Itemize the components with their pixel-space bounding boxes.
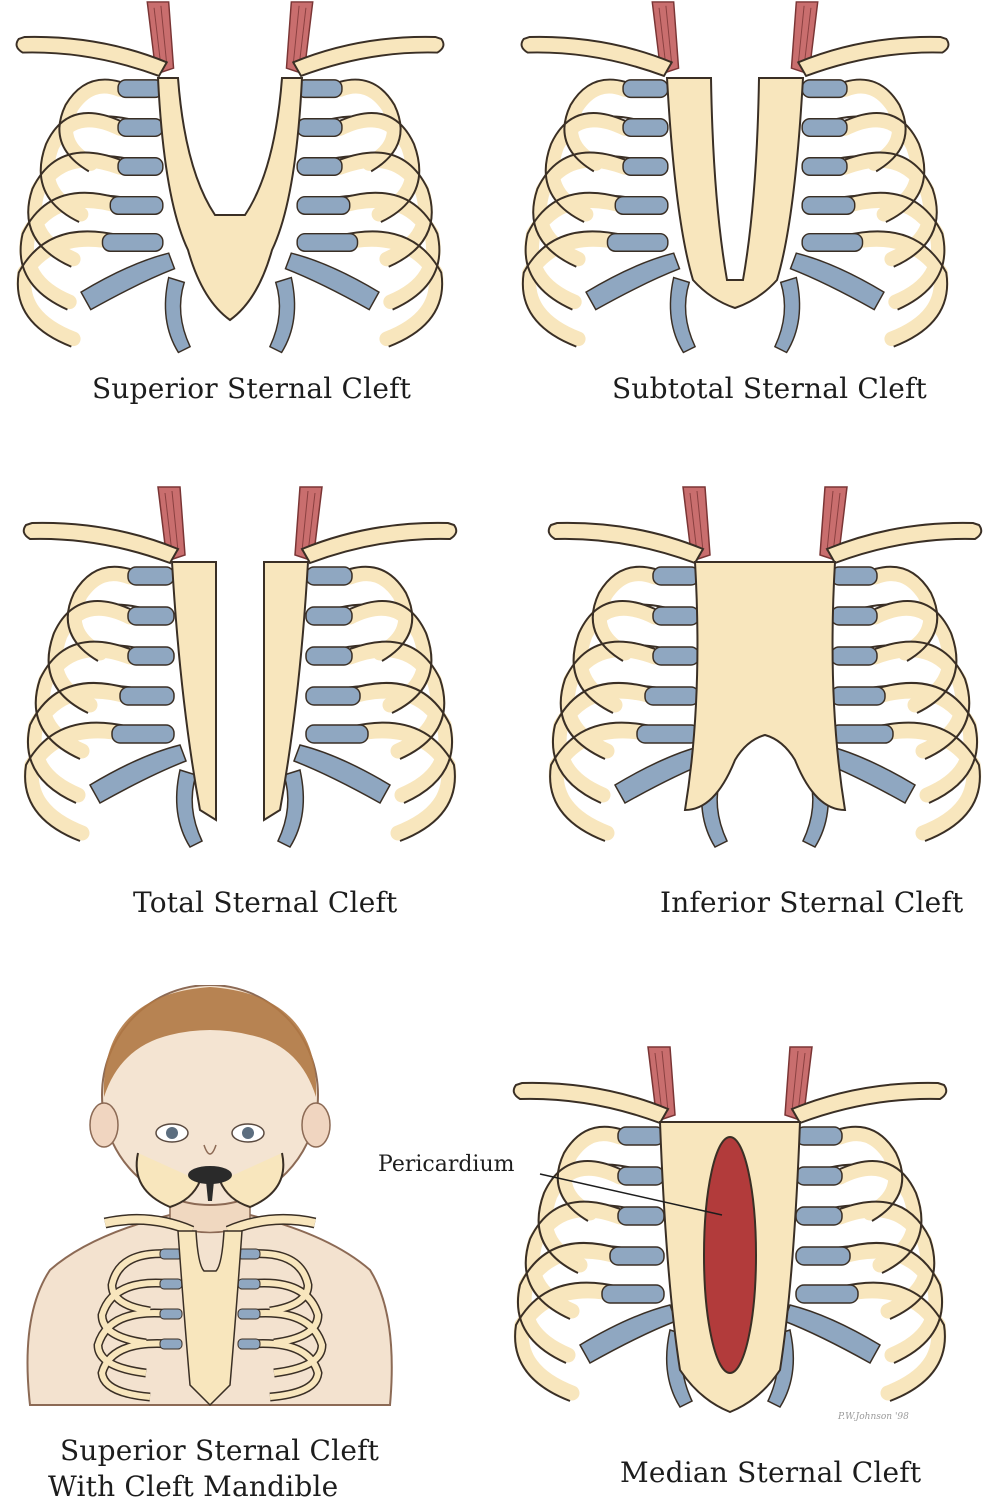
superior-cleft-diagram: [10, 0, 450, 370]
caption-subtotal: Subtotal Sternal Cleft: [612, 372, 927, 405]
infant-cleft-mandible-illustration: [20, 985, 400, 1435]
pericardium-shape: [704, 1137, 756, 1373]
median-cleft-diagram: [510, 1040, 950, 1440]
caption-median: Median Sternal Cleft: [620, 1456, 921, 1489]
caption-superior: Superior Sternal Cleft: [92, 372, 411, 405]
artist-signature: P.W.Johnson '98: [838, 1412, 909, 1422]
inferior-cleft-diagram: [545, 480, 985, 880]
caption-inferior: Inferior Sternal Cleft: [660, 886, 963, 919]
subtotal-cleft-diagram: [515, 0, 955, 370]
caption-mandible-line1: Superior Sternal Cleft: [60, 1434, 379, 1467]
caption-total: Total Sternal Cleft: [133, 886, 398, 919]
total-cleft-diagram: [20, 480, 460, 880]
caption-mandible-line2: With Cleft Mandible: [48, 1470, 338, 1503]
pericardium-label: Pericardium: [378, 1152, 515, 1177]
